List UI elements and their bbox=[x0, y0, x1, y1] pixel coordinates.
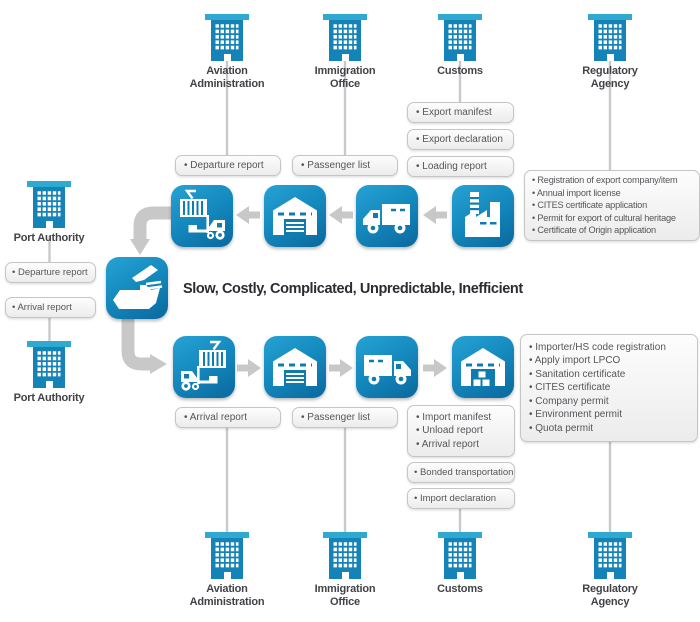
agency-port-authority-bottom: Port Authority bbox=[0, 340, 114, 405]
building-icon bbox=[322, 531, 368, 581]
doc-item: Departure report bbox=[184, 159, 272, 172]
truck-left-icon bbox=[356, 185, 418, 247]
export-manifest-box: Export manifest bbox=[407, 102, 514, 123]
bonded-transportation-box: Bonded transportation bbox=[407, 462, 515, 483]
agency-immigration-bottom: Immigration Office bbox=[280, 531, 410, 608]
passenger-list-box: Passenger list bbox=[292, 155, 398, 176]
building-icon bbox=[26, 180, 72, 230]
doc-item: Export manifest bbox=[416, 106, 505, 119]
doc-item: Departure report bbox=[12, 266, 89, 279]
doc-item: Unload report bbox=[416, 424, 506, 437]
warehouse-icon bbox=[264, 185, 326, 247]
curved-arrow-to-ship bbox=[130, 206, 171, 255]
port-departure-report-box: Departure report bbox=[5, 262, 96, 283]
doc-item: Arrival report bbox=[12, 301, 89, 314]
building-icon bbox=[204, 531, 250, 581]
doc-item: Importer/HS code registration bbox=[529, 341, 689, 354]
departure-report-box: Departure report bbox=[175, 155, 281, 176]
agency-label: Customs bbox=[437, 583, 483, 595]
export-declaration-box: Export declaration bbox=[407, 129, 514, 150]
agency-customs-bottom: Customs bbox=[395, 531, 525, 596]
agency-label: Port Authority bbox=[13, 232, 85, 244]
agency-aviation-top: Aviation Administration bbox=[162, 13, 292, 90]
loading-report-box: Loading report bbox=[407, 156, 514, 177]
agency-label: Regulatory Agency bbox=[582, 583, 638, 608]
passenger-list-box: Passenger list bbox=[292, 407, 398, 428]
forklift-container-icon bbox=[173, 336, 235, 398]
arrow-right-icon bbox=[329, 359, 353, 377]
doc-item: Import manifest bbox=[416, 411, 506, 424]
import-declaration-box: Import declaration bbox=[407, 488, 515, 509]
arrow-left-icon bbox=[329, 206, 353, 224]
building-icon bbox=[322, 13, 368, 63]
doc-item: Quota permit bbox=[529, 422, 689, 435]
connector-lines bbox=[48, 58, 612, 534]
building-icon bbox=[587, 531, 633, 581]
doc-item: Apply import LPCO bbox=[529, 354, 689, 367]
curved-arrow-from-ship bbox=[121, 316, 167, 374]
agency-label: Customs bbox=[437, 65, 483, 77]
export-regulatory-docs-box: Registration of export company/item Annu… bbox=[524, 170, 700, 241]
doc-item: CITES certificate bbox=[529, 381, 689, 394]
doc-item: Passenger list bbox=[301, 411, 389, 424]
arrival-report-box: Arrival report bbox=[175, 407, 281, 428]
doc-item: Passenger list bbox=[301, 159, 389, 172]
doc-item: Export declaration bbox=[416, 133, 505, 146]
truck-right-icon bbox=[356, 336, 418, 398]
building-icon bbox=[437, 531, 483, 581]
doc-item: Registration of export company/item bbox=[532, 174, 692, 187]
agency-port-authority-top: Port Authority bbox=[0, 180, 114, 245]
agency-customs-top: Customs bbox=[395, 13, 525, 78]
doc-item: Permit for export of cultural heritage bbox=[532, 212, 692, 225]
doc-item: Bonded transportation bbox=[414, 466, 513, 479]
slogan-text: Slow, Costly, Complicated, Unpredictable… bbox=[183, 281, 523, 297]
arrow-right-icon bbox=[423, 359, 447, 377]
doc-item: Arrival report bbox=[184, 411, 272, 424]
doc-item: CITES certificate application bbox=[532, 199, 692, 212]
factory-icon bbox=[452, 185, 514, 247]
arrow-left-icon bbox=[236, 206, 260, 224]
agency-label: Port Authority bbox=[13, 392, 85, 404]
port-arrival-report-box: Arrival report bbox=[5, 297, 96, 318]
agency-label: Aviation Administration bbox=[189, 583, 265, 608]
agency-label: Aviation Administration bbox=[189, 65, 265, 90]
agency-label: Regulatory Agency bbox=[582, 65, 638, 90]
ship-plane-icon bbox=[106, 257, 168, 319]
building-icon bbox=[26, 340, 72, 390]
agency-regulatory-top: Regulatory Agency bbox=[545, 13, 675, 90]
building-icon bbox=[437, 13, 483, 63]
doc-item: Loading report bbox=[416, 160, 505, 173]
container-crane-forklift-icon bbox=[171, 185, 233, 247]
arrow-left-icon bbox=[423, 206, 447, 224]
agency-aviation-bottom: Aviation Administration bbox=[162, 531, 292, 608]
agency-label: Immigration Office bbox=[314, 583, 376, 608]
doc-item: Annual import license bbox=[532, 187, 692, 200]
agency-regulatory-bottom: Regulatory Agency bbox=[545, 531, 675, 608]
doc-item: Sanitation certificate bbox=[529, 368, 689, 381]
import-customs-docs-box: Import manifest Unload report Arrival re… bbox=[407, 405, 515, 457]
warehouse-boxes-icon bbox=[452, 336, 514, 398]
arrow-right-icon bbox=[237, 359, 261, 377]
building-icon bbox=[587, 13, 633, 63]
building-icon bbox=[204, 13, 250, 63]
doc-item: Environment permit bbox=[529, 408, 689, 421]
agency-immigration-top: Immigration Office bbox=[280, 13, 410, 90]
warehouse-icon bbox=[264, 336, 326, 398]
doc-item: Certificate of Origin application bbox=[532, 224, 692, 237]
doc-item: Import declaration bbox=[414, 492, 508, 505]
import-regulatory-docs-box: Importer/HS code registration Apply impo… bbox=[520, 334, 698, 442]
doc-item: Company permit bbox=[529, 395, 689, 408]
doc-item: Arrival report bbox=[416, 438, 506, 451]
agency-label: Immigration Office bbox=[314, 65, 376, 90]
